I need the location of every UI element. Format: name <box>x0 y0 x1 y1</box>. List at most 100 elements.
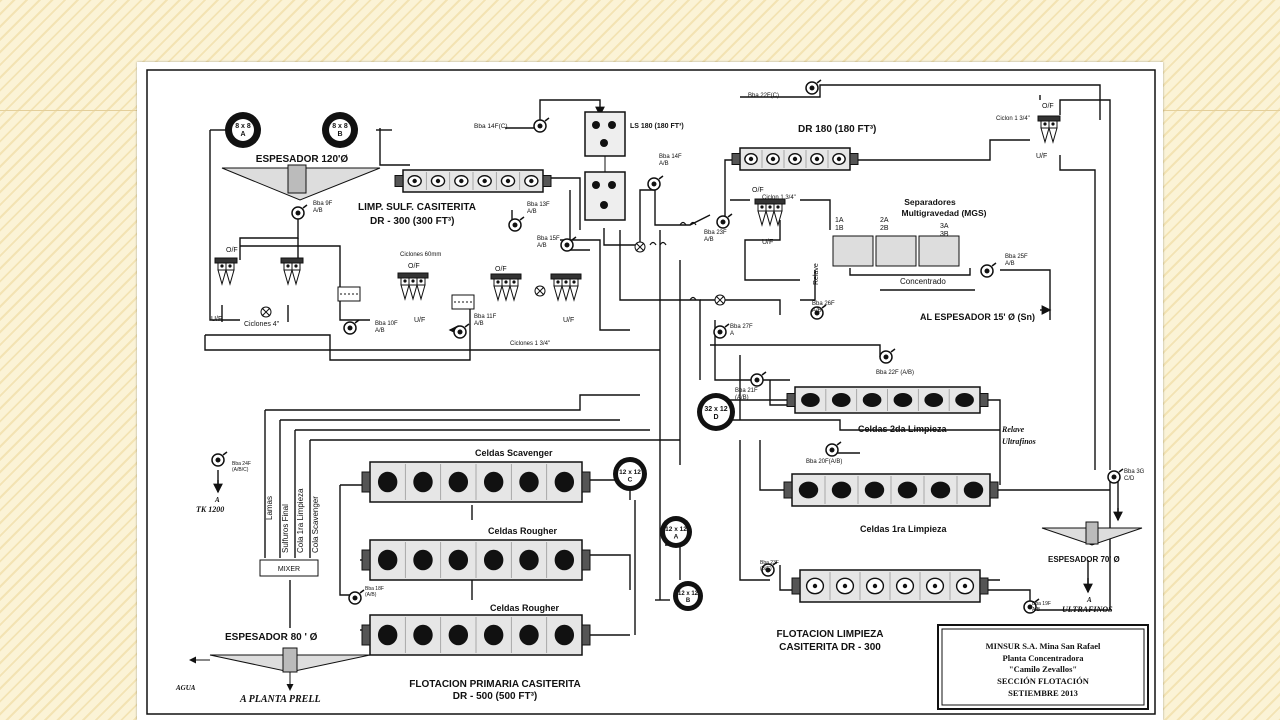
lamas-label: Lamas <box>265 496 274 520</box>
pipe-crossovers <box>649 221 697 301</box>
celdas-1ra-label: Celdas 1ra Limpieza <box>860 524 948 534</box>
flotation-cell <box>864 481 885 499</box>
bba-24f-pump <box>211 451 228 467</box>
ciclones-134-label: Ciclones 1 3/4" <box>510 341 550 347</box>
espesador-80-label: ESPESADOR 80 ' Ø <box>225 632 318 643</box>
ciclones-4in-group-a <box>214 257 238 286</box>
flotation-cell <box>798 481 819 499</box>
flotation-cell-banks <box>361 147 999 656</box>
title-block: MINSUR S.A. Mina San Rafael Planta Conce… <box>937 624 1149 710</box>
title-line-4: SECCIÓN FLOTACIÓN <box>997 676 1090 686</box>
flotation-cell <box>377 624 398 646</box>
conditioner-12x12-c <box>613 457 647 491</box>
uf-c60-label: U/F <box>414 317 425 324</box>
espesador-120-label: ESPESADOR 120'Ø <box>256 154 349 165</box>
conditioner-32x12-d <box>697 393 735 431</box>
bba-14fc-label: Bba 14F(C) <box>474 123 508 130</box>
ciclones-134-group-b <box>550 273 582 302</box>
tk1200-label: TK 1200 <box>196 505 224 514</box>
ciclon-mid-group <box>754 198 786 227</box>
flotation-cell <box>801 393 820 407</box>
flotation-cell <box>930 481 951 499</box>
flotation-cell <box>924 393 944 407</box>
espesador-80-thickener <box>189 647 371 691</box>
flotation-cell <box>483 624 504 646</box>
flotation-cell <box>897 481 918 499</box>
bba-9f-pump <box>291 204 308 220</box>
bba-11f-pump <box>453 323 470 339</box>
uf-top-label: U/F <box>1036 153 1047 160</box>
espesador-120-thickener <box>221 164 381 201</box>
flotation-cell <box>554 624 575 646</box>
bba-23f-pump <box>716 213 733 229</box>
flotation-cell <box>413 624 433 646</box>
bba-22fc-pump <box>805 79 822 95</box>
of-c60-label: O/F <box>408 263 420 270</box>
bba-18f-pump <box>348 589 365 605</box>
colascav-label: Cola Scavenger <box>311 496 320 553</box>
flotation-cell <box>483 549 504 571</box>
bba-25f-pump <box>980 262 997 278</box>
bba-26f-pump <box>810 304 827 320</box>
flotation-cell <box>519 471 539 493</box>
pipe-lines <box>204 84 1123 636</box>
relave-ultra-label-2: Ultrafinos <box>1002 437 1036 446</box>
relave-mgs-label: Relave <box>813 263 820 285</box>
bba-23fc-label: Bba 23F(B/C) <box>760 560 779 572</box>
flotation-cell <box>448 471 469 493</box>
title-line-2: Planta Concentradora <box>1003 653 1085 663</box>
mixer-box <box>259 559 319 577</box>
flotation-cell <box>955 393 974 407</box>
title-line-1: MINSUR S.A. Mina San Rafael <box>986 641 1101 651</box>
bba-15f-pump <box>560 236 577 252</box>
celdas-rougher-label-2: Celdas Rougher <box>490 603 560 613</box>
of-left-label: O/F <box>226 247 238 254</box>
bba-13f-pump <box>508 216 525 232</box>
ciclon-mid-label: Ciclon 1 3/4" <box>762 195 796 201</box>
of-c134-label: O/F <box>495 266 507 273</box>
screens <box>337 286 475 310</box>
bba-20f-pump <box>825 441 842 457</box>
separadores-label-2: Multigravedad (MGS) <box>901 208 986 218</box>
bba-23fc-pump <box>761 561 778 577</box>
celdas-rougher-bank-2 <box>361 614 591 656</box>
dr300-limp-sulf-cells <box>394 169 552 193</box>
ciclones-60mm-group <box>397 272 429 301</box>
flot-primaria-label-2: DR - 500 (500 FT³) <box>453 691 537 702</box>
flotation-cell <box>554 549 575 571</box>
cyclones <box>214 115 1061 302</box>
celdas-rougher-label-1: Celdas Rougher <box>488 526 558 536</box>
flotation-cell <box>893 393 913 407</box>
flotation-cell <box>413 471 433 493</box>
celdas-2da-limpieza-bank <box>786 386 989 414</box>
flot-limpieza-label-2: CASITERITA DR - 300 <box>779 642 881 653</box>
al-espesador-15-label: AL ESPESADOR 15' Ø (Sn) <box>920 312 1035 322</box>
flotation-cell <box>413 549 433 571</box>
bba-22fc-label: Bba 22F(C) <box>748 93 779 99</box>
uf-c134-label: U/F <box>563 317 574 324</box>
bba-19f-pump <box>1023 598 1040 614</box>
ciclon-top-group <box>1037 115 1061 144</box>
pumps <box>211 79 1124 614</box>
diagram-labels: ESPESADOR 120'Ø Bba 14F(C) LS 180 (180 F… <box>175 93 1145 705</box>
sulfuros-label: Sulfuros Final <box>281 504 290 553</box>
ultrafinos-label: ULTRAFINOS <box>1062 605 1113 614</box>
title-line-3: "Camilo Zevallos" <box>1009 664 1077 674</box>
cola1ra-label: Cola 1ra Limpieza <box>296 488 305 553</box>
celdas-scavenger-bank <box>361 461 591 503</box>
